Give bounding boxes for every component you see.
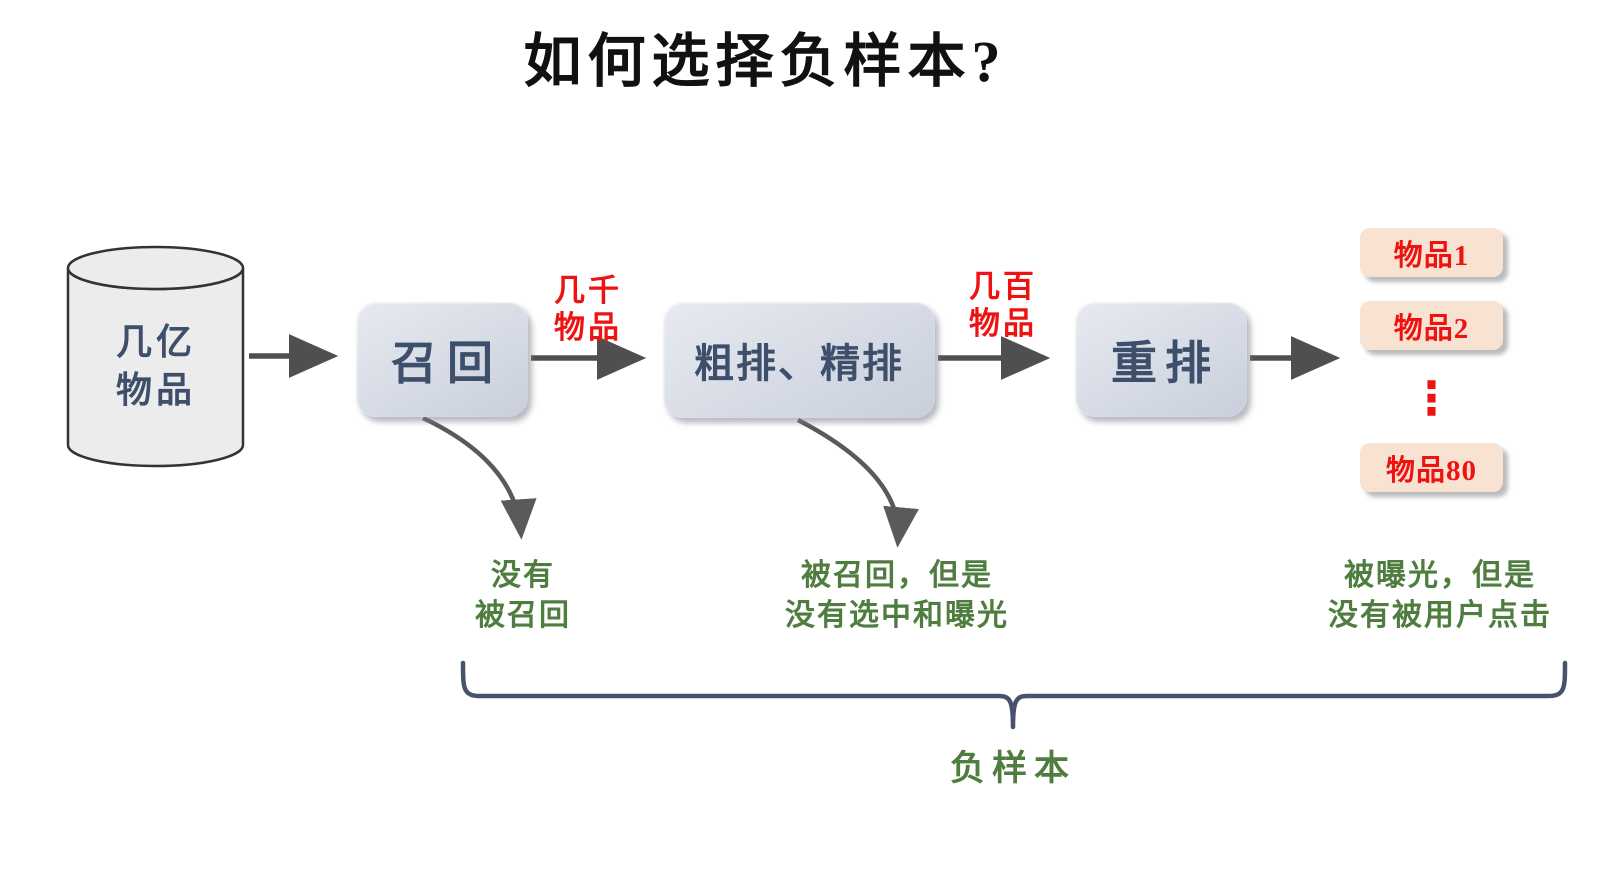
flow-count-hundreds-line2: 物品 — [969, 306, 1037, 341]
negative-samples-brace — [460, 660, 1568, 730]
item-card-label: 物品1 — [1393, 239, 1470, 272]
stage-box-rerank: 重排 — [1075, 302, 1247, 417]
item-card: 物品2 — [1360, 301, 1503, 350]
annotation-recalled-not-exposed-line1: 被召回，但是 — [801, 559, 993, 592]
annotation-arrow-2 — [796, 418, 919, 548]
item-card: 物品1 — [1360, 228, 1503, 277]
annotation-not-recalled: 没有 被召回 — [393, 556, 653, 636]
flow-count-thousands-line2: 物品 — [554, 310, 622, 345]
items-ellipsis: ⋮ — [1408, 371, 1455, 425]
flow-count-thousands-line1: 几千 — [554, 273, 622, 308]
annotation-not-recalled-line1: 没有 — [491, 559, 555, 592]
annotation-recalled-not-exposed: 被召回，但是 没有选中和曝光 — [737, 556, 1057, 636]
annotation-arrow-1 — [422, 415, 537, 540]
stage-recall-label: 召回 — [391, 337, 503, 389]
annotation-exposed-not-clicked-line2: 没有被用户点击 — [1328, 599, 1552, 632]
flow-count-label-hundreds: 几百 物品 — [933, 268, 1073, 342]
annotation-exposed-not-clicked: 被曝光，但是 没有被用户点击 — [1280, 556, 1597, 636]
annotation-recalled-not-exposed-line2: 没有选中和曝光 — [785, 599, 1009, 632]
stage-box-recall: 召回 — [356, 302, 528, 417]
items-database-cylinder — [66, 245, 245, 468]
negative-samples-label: 负样本 — [949, 749, 1076, 788]
annotation-not-recalled-line2: 被召回 — [475, 599, 571, 632]
stage-box-ranking: 粗排、精排 — [663, 302, 935, 418]
annotation-exposed-not-clicked-line1: 被曝光，但是 — [1344, 559, 1536, 592]
item-card-label: 物品80 — [1385, 454, 1477, 487]
stage-ranking-label: 粗排、精排 — [694, 341, 904, 386]
source-items-line2: 物品 — [115, 370, 196, 410]
source-items-label: 几亿 物品 — [68, 318, 244, 414]
flow-count-label-thousands: 几千 物品 — [518, 272, 658, 346]
item-card-label: 物品2 — [1393, 312, 1470, 345]
stage-rerank-label: 重排 — [1111, 337, 1219, 389]
flow-count-hundreds-line1: 几百 — [969, 269, 1037, 304]
source-items-line1: 几亿 — [115, 322, 196, 362]
diagram-title: 如何选择负样本? — [523, 29, 1007, 94]
item-card: 物品80 — [1360, 443, 1503, 492]
